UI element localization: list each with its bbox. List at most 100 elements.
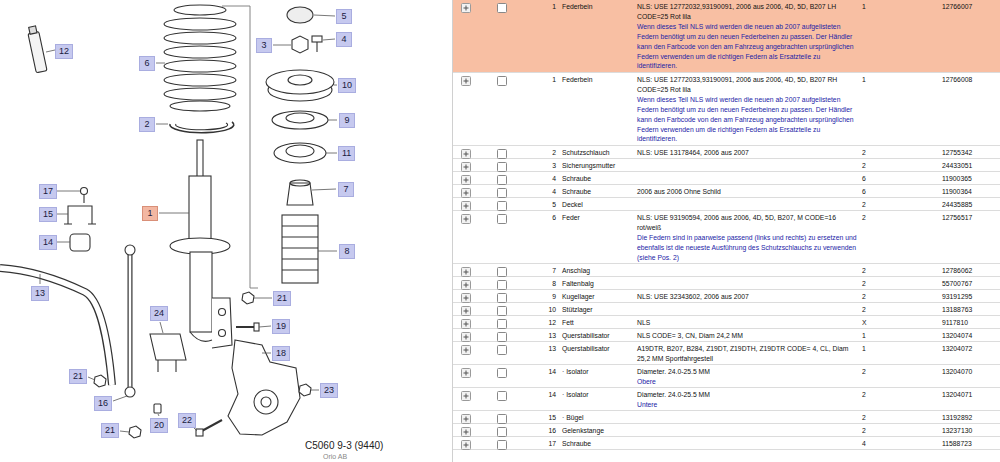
part-number: 11900364 (942, 187, 972, 197)
quantity: 1 (862, 2, 866, 12)
quantity: 2 (862, 390, 866, 400)
callout-box: 12 (55, 44, 73, 59)
part-name: Querstabilisator (562, 344, 610, 354)
item-number: 2 (552, 148, 556, 158)
part-number: 13204070 (942, 367, 972, 377)
callout-box: 18 (272, 346, 290, 361)
part-number: 12755342 (942, 148, 972, 158)
description-text: NLS (637, 318, 859, 328)
callout-box: 4 (336, 32, 352, 47)
quantity: 2 (862, 200, 866, 210)
item-number: 13 (548, 331, 556, 341)
part-number: 13237130 (942, 426, 972, 436)
part-name: Faltenbalg (562, 279, 594, 289)
checkbox (497, 440, 507, 450)
quantity: 6 (862, 174, 866, 184)
table-row (452, 316, 1000, 329)
description-cell: NLS: USE 12772032,93190091, 2006 aus 200… (637, 2, 859, 71)
part-number: 13204071 (942, 390, 972, 400)
part-name: Schraube (562, 174, 591, 184)
diagram-caption: C5060 9-3 (9440) (305, 440, 383, 452)
checkbox (497, 391, 507, 401)
callout-box: 11 (338, 146, 355, 161)
checkbox (497, 319, 507, 329)
expand-icon (461, 293, 471, 303)
part-number: 24433051 (942, 161, 972, 171)
quantity: 2 (862, 305, 866, 315)
description-cell: NLS: USE 32343602, 2006 aus 2007 (637, 292, 859, 302)
checkbox (497, 345, 507, 355)
part-name: Deckel (562, 200, 583, 210)
checkbox (497, 149, 507, 159)
quantity: 2 (862, 213, 866, 223)
callout-number: 7 (343, 184, 348, 194)
callout-box: 21 (273, 291, 291, 306)
table-row (452, 411, 1000, 424)
description-text: NLS: USE 12772033,93190091, 2006 aus 200… (637, 75, 859, 95)
part-name: Stützlager (562, 305, 593, 315)
callout-number: 9 (344, 115, 349, 125)
table-row (452, 159, 1000, 172)
note-text: Obere (637, 377, 859, 387)
note-text: Wenn dieses Teil NLS wird werden die neu… (637, 95, 859, 145)
callout-number: 4 (341, 34, 346, 44)
callout-number: 11 (342, 148, 351, 158)
item-number: 10 (548, 305, 556, 315)
description-text: NLS CODE= 3, CN, Diam 24,2 MM (637, 331, 859, 341)
callout-number: 8 (344, 246, 349, 256)
expand-icon (461, 267, 471, 277)
callout-box: 10 (338, 78, 356, 93)
part-number: 13188763 (942, 305, 972, 315)
table-row (452, 172, 1000, 185)
quantity: 1 (862, 75, 866, 85)
callout-number: 2 (144, 119, 149, 129)
description-text: 2006 aus 2006 Ohne Schild (637, 187, 859, 197)
item-number: 17 (548, 439, 556, 449)
callout-box: 13 (31, 286, 49, 301)
expand-icon (461, 280, 471, 290)
part-name: · Bügel (562, 413, 584, 423)
part-number: 11900365 (942, 174, 972, 184)
quantity: 2 (862, 266, 866, 276)
part-number: 12786062 (942, 266, 972, 276)
callout-number: 14 (43, 237, 53, 247)
checkbox (497, 267, 507, 277)
expand-icon (461, 188, 471, 198)
table-row (452, 424, 1000, 437)
description-cell: NLS: USE 13178464, 2006 aus 2007 (637, 148, 859, 158)
item-number: 6 (552, 213, 556, 223)
quantity: 2 (862, 161, 866, 171)
part-name: Schutzschlauch (562, 148, 610, 158)
table-row (452, 264, 1000, 277)
table-row (452, 185, 1000, 198)
callout-number: 20 (154, 420, 164, 430)
item-number: 15 (548, 413, 556, 423)
expand-icon (461, 175, 471, 185)
checkbox (497, 162, 507, 172)
item-number: 14 (548, 390, 556, 400)
expand-icon (461, 332, 471, 342)
item-number: 4 (552, 187, 556, 197)
item-number: 14 (548, 367, 556, 377)
table-row (452, 198, 1000, 211)
table-row (452, 388, 1000, 411)
quantity: X (862, 318, 867, 328)
callout-number: 15 (43, 209, 53, 219)
table-row (452, 277, 1000, 290)
callout-number: 10 (342, 80, 352, 90)
callout-number: 21 (73, 371, 83, 381)
callout-box: 20 (150, 418, 168, 433)
note-text: Untere (637, 400, 859, 410)
description-cell: NLS CODE= 3, CN, Diam 24,2 MM (637, 331, 859, 341)
part-number: 13204072 (942, 344, 972, 354)
callout-box: 24 (150, 306, 168, 321)
callout-number: 1 (147, 208, 152, 218)
callout-number: 12 (59, 46, 69, 56)
table-row (452, 365, 1000, 388)
checkbox (497, 76, 507, 86)
quantity: 2 (862, 279, 866, 289)
quantity: 4 (862, 439, 866, 449)
part-name: Sicherungsmutter (562, 161, 615, 171)
checkbox (497, 280, 507, 290)
callout-box: 5 (336, 9, 352, 24)
